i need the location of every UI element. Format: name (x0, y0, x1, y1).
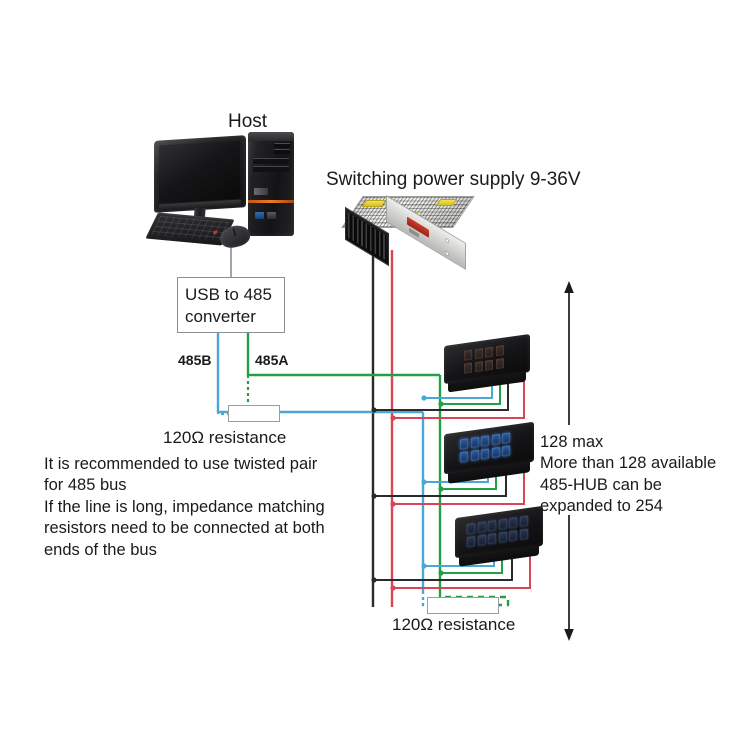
tower-accent-stripe (248, 200, 294, 203)
mod1-wire-a (442, 378, 501, 405)
bus-label-485b: 485B (178, 352, 212, 368)
mod1-wire-pos (393, 372, 525, 419)
resistor-bottom-label: 120Ω resistance (392, 615, 516, 634)
term-bot-green-leg (438, 591, 510, 607)
mod2-wire-pos (393, 460, 525, 505)
tower-top-panel (248, 132, 294, 141)
psu-screw (445, 237, 449, 244)
termination-resistor-bottom (427, 597, 499, 614)
keyboard-keys (151, 215, 230, 242)
switching-power-supply (338, 194, 475, 271)
term-top-blue-leg (216, 405, 228, 416)
tower-port-slot (274, 143, 290, 148)
host-computer (145, 130, 320, 260)
mod1-wire-neg (374, 376, 509, 411)
tower-optical-bay (253, 166, 289, 172)
bus-label-485a: 485A (255, 352, 289, 368)
term-bot-blue-leg (421, 591, 427, 607)
termination-resistor-top (228, 405, 280, 422)
capacity-arrowheads (564, 281, 574, 641)
psu-screw (445, 250, 449, 257)
tower-badge-right (267, 212, 276, 219)
twisted-pair-note: It is recommended to use twisted pair fo… (44, 455, 325, 559)
psu-label: Switching power supply 9-36V (326, 169, 581, 190)
monitor-screen (159, 140, 240, 204)
junction-dots-negative (371, 407, 377, 583)
tower-optical-bay (253, 158, 289, 164)
junction-dots-positive (390, 415, 396, 591)
mouse-button-split (232, 228, 236, 237)
capacity-note: 128 max More than 128 available 485-HUB … (540, 433, 717, 516)
monitor (154, 135, 246, 213)
resistor-top-label: 120Ω resistance (163, 428, 287, 447)
tower-badge-left (255, 212, 264, 219)
junction-dots-bus-b (421, 395, 427, 569)
computer-tower (248, 132, 294, 236)
usb-to-485-converter-box (177, 277, 285, 333)
tower-port-slot (274, 149, 290, 154)
tower-brand-logo (254, 188, 268, 195)
mod3-wire-pos (393, 544, 531, 589)
junction-dots-bus-a (438, 401, 444, 576)
converter-label: USB to 485 converter (185, 285, 272, 327)
host-label: Host (228, 111, 268, 132)
